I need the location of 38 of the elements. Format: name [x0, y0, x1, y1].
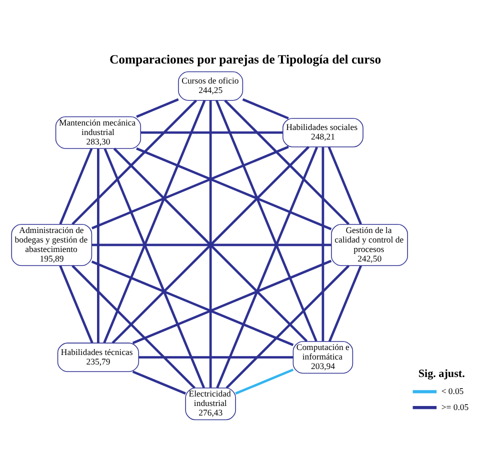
node-box: Cursos de oficio 244,25 — [178, 70, 244, 100]
node-box: Computación e informática 203,94 — [292, 340, 354, 374]
connector — [216, 146, 318, 388]
connector — [92, 243, 332, 246]
connector — [59, 264, 94, 343]
connector — [224, 99, 350, 225]
connector — [322, 146, 324, 341]
connector — [328, 264, 362, 342]
connector — [328, 146, 362, 224]
connector — [136, 98, 179, 118]
connector — [226, 264, 350, 388]
connector — [91, 260, 294, 346]
connector — [140, 130, 283, 134]
connector — [136, 146, 332, 230]
node-box: Habilidades sociales 248,21 — [282, 117, 364, 147]
connector — [132, 370, 186, 394]
node-box: Mantención mecánica industrial 283,30 — [55, 116, 142, 148]
connector — [132, 259, 332, 344]
node-box: Administración de bodegas y gestión de abastecimiento 195,89 — [11, 223, 92, 266]
node-box: Habilidades técnicas 235,79 — [57, 342, 140, 372]
connector — [103, 99, 206, 343]
node-box: Electricidad industrial 276,43 — [185, 387, 236, 420]
connector — [209, 100, 212, 388]
diagram-title: Comparaciones por parejas de Tipología del curso — [110, 52, 382, 66]
connector — [72, 99, 197, 225]
connector — [242, 98, 289, 119]
connector — [138, 356, 294, 358]
connector — [59, 148, 93, 224]
connector — [97, 148, 100, 342]
connector — [235, 368, 294, 394]
connector — [72, 264, 196, 388]
legend-label: < 0.05 — [441, 385, 464, 396]
node-box: Gestión de la calidad y control de procesos 242,50 — [331, 223, 408, 266]
connector — [215, 100, 318, 342]
connector — [104, 148, 206, 388]
connector — [92, 145, 289, 229]
legend-label: >= 0.05 — [441, 401, 469, 412]
label: Sig. ajust. — [418, 367, 465, 380]
